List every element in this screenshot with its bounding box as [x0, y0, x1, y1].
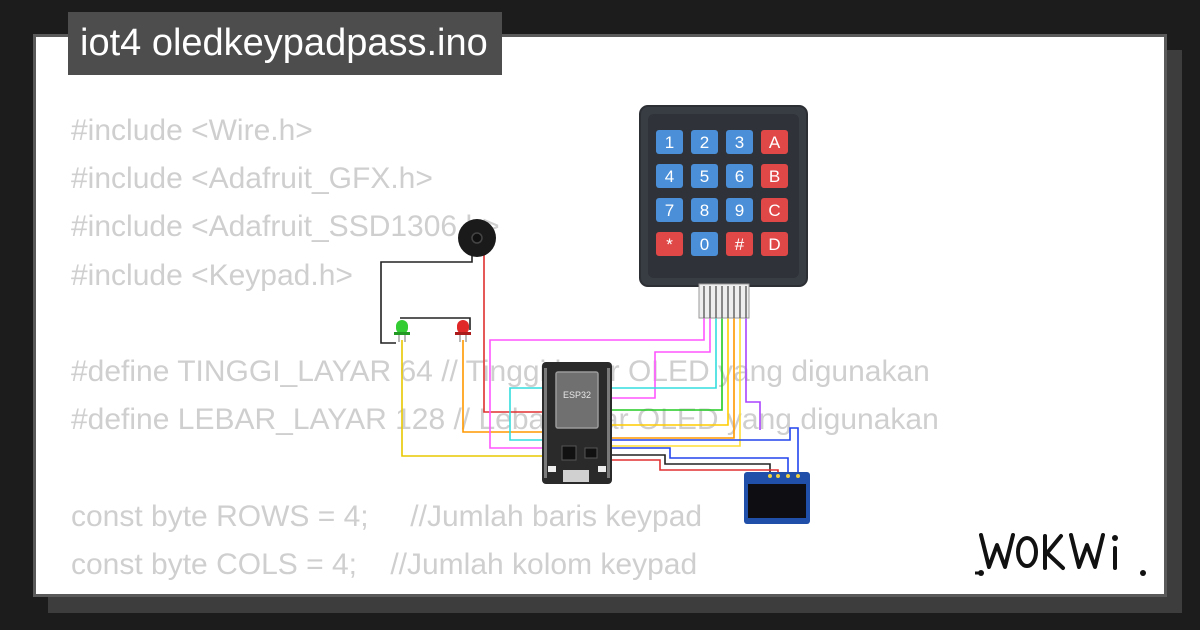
keypad-key-5: 5: [691, 164, 718, 188]
code-line: const byte COLS = 4; //Jumlah kolom keyp…: [71, 547, 698, 581]
oled-scl-wire: [612, 447, 789, 474]
keypad-wire-8: [745, 318, 761, 430]
keypad-key-label: 8: [700, 201, 709, 220]
keypad-key-label: B: [769, 167, 780, 186]
usb-port: [563, 470, 589, 482]
keypad-key-star: *: [656, 232, 683, 256]
esp32-label: ESP32: [563, 390, 591, 400]
wires: [380, 250, 799, 474]
keypad-key-label: D: [768, 235, 780, 254]
keypad-4x4: 1 2 3 A 4 5 6 B 7 8 9 C * 0 # D: [639, 105, 808, 319]
keypad-key-label: 4: [665, 167, 674, 186]
keypad-key-label: 2: [700, 133, 709, 152]
keypad-key-c: C: [761, 198, 788, 222]
oled-gnd-wire: [612, 454, 771, 474]
led-red: [455, 320, 471, 342]
code-line: #include <Adafruit_SSD1306.h>: [71, 210, 500, 244]
code-line: #include <Wire.h>: [71, 114, 313, 147]
keypad-key-2: 2: [691, 130, 718, 154]
keypad-key-6: 6: [726, 164, 753, 188]
keypad-key-label: 5: [700, 167, 709, 186]
keypad-key-label: A: [769, 133, 781, 152]
keypad-key-3: 3: [726, 130, 753, 154]
keypad-key-a: A: [761, 130, 788, 154]
keypad-key-4: 4: [656, 164, 683, 188]
wokwi-logo: [975, 533, 1146, 576]
keypad-key-label: 9: [735, 201, 744, 220]
keypad-wire-5: [612, 318, 729, 426]
keypad-key-label: #: [735, 235, 745, 254]
keypad-key-8: 8: [691, 198, 718, 222]
keypad-connector: [698, 283, 750, 319]
keypad-key-b: B: [761, 164, 788, 188]
oled-display: [744, 472, 810, 524]
oled-vcc-wire: [612, 459, 779, 474]
buzzer-gnd-wire: [380, 250, 473, 344]
keypad-key-label: *: [666, 235, 673, 254]
keypad-key-label: 0: [700, 235, 709, 254]
keypad-key-hash: #: [726, 232, 753, 256]
keypad-key-7: 7: [656, 198, 683, 222]
keypad-key-0: 0: [691, 232, 718, 256]
buzzer: [458, 219, 496, 257]
preview-card: #include <Wire.h> #include <Adafruit_GFX…: [33, 34, 1167, 597]
keypad-wire-1: [489, 318, 705, 449]
keypad-key-label: 1: [665, 133, 674, 152]
buzzer-vcc-wire: [483, 250, 542, 413]
keypad-key-label: 6: [735, 167, 744, 186]
keypad-key-1: 1: [656, 130, 683, 154]
code-preview: #include <Wire.h> #include <Adafruit_GFX…: [71, 107, 939, 589]
code-line: #include <Keypad.h>: [71, 258, 353, 292]
led-gnd-wire: [400, 317, 471, 330]
project-title: iot4 oledkeypadpass.ino: [68, 12, 502, 75]
code-line: #include <Adafruit_GFX.h>: [71, 162, 433, 196]
keypad-key-label: 3: [735, 133, 744, 152]
keypad-wire-7: [612, 318, 741, 447]
esp32-board: ESP32: [542, 362, 612, 484]
code-line: const byte ROWS = 4; //Jumlah baris keyp…: [71, 499, 703, 533]
oled-sda-wire: [612, 427, 799, 474]
led-red-wire: [462, 340, 542, 433]
keypad-key-label: C: [768, 201, 780, 220]
keypad-wire-3: [509, 318, 717, 441]
led-green-wire: [401, 340, 542, 457]
led-green: [394, 320, 410, 342]
keypad-key-9: 9: [726, 198, 753, 222]
keypad-key-label: 7: [665, 201, 674, 220]
keypad-wire-4: [612, 318, 723, 411]
keypad-wire-2: [612, 318, 711, 399]
keypad-key-d: D: [761, 232, 788, 256]
keypad-wire-6: [612, 318, 735, 439]
